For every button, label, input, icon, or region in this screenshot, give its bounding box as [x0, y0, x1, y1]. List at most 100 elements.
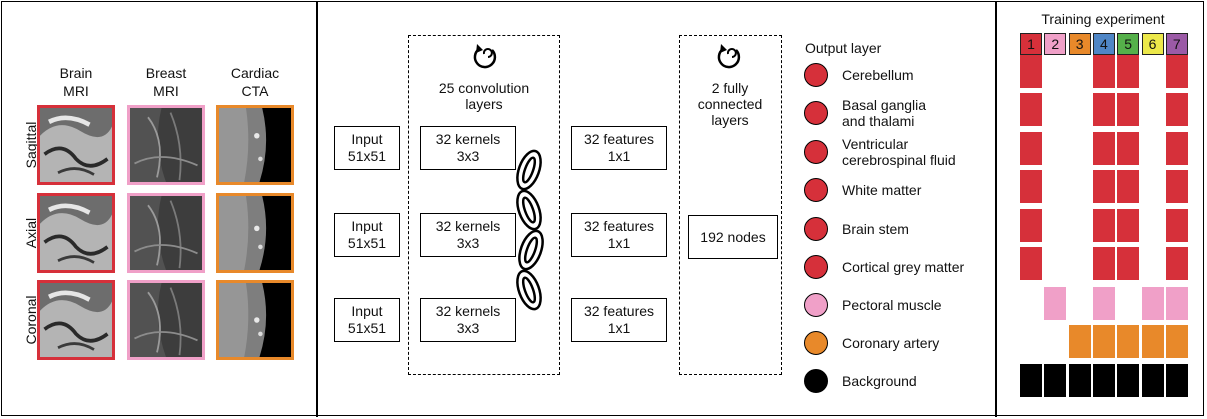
training-cell: [1141, 287, 1164, 320]
training-cell: [1141, 364, 1164, 397]
training-cell: [1068, 364, 1091, 397]
class-color-dot: [804, 293, 828, 317]
scan-image: [219, 196, 291, 270]
legend-item: Coronary artery: [804, 330, 939, 356]
class-label-line: Pectoral muscle: [842, 297, 942, 313]
output-layer-title: Output layer: [805, 40, 882, 56]
training-cell: [1165, 93, 1188, 126]
training-cell: [1165, 287, 1188, 320]
experiment-number: 4: [1092, 33, 1115, 55]
legend-item: Pectoral muscle: [804, 292, 942, 318]
training-cell: [1044, 287, 1067, 320]
training-cell: [1117, 325, 1140, 358]
class-label-line: Background: [842, 373, 917, 389]
class-label-line: Cortical grey matter: [842, 259, 965, 275]
scan-image: [219, 283, 291, 357]
class-label-line: and thalami: [842, 113, 915, 129]
class-label-line: Ventricular: [842, 136, 909, 152]
modality-name: Cardiac: [230, 65, 280, 81]
scan-image: [130, 196, 202, 270]
kernel-count: 32 kernels: [435, 303, 501, 319]
feature-size: 1x1: [607, 320, 631, 336]
input-size: 51x51: [347, 148, 387, 164]
training-cell: [1117, 209, 1140, 242]
kernel-count: 32 kernels: [435, 131, 501, 147]
class-color-dot: [804, 178, 828, 202]
experiment-number: 3: [1068, 33, 1091, 55]
experiment-number: 7: [1165, 33, 1188, 55]
class-label: Background: [842, 373, 917, 389]
training-cell: [1092, 287, 1115, 320]
panel-divider-right: [995, 1, 997, 417]
legend-item: White matter: [804, 177, 921, 203]
scan-thumbnail: [216, 280, 294, 360]
training-cell: [1020, 132, 1042, 165]
scan-thumbnail: [216, 105, 294, 185]
input-label: Input: [351, 303, 383, 319]
experiment-number: 2: [1044, 33, 1067, 55]
scan-thumbnail: [37, 280, 115, 360]
modality-name: Breast: [145, 65, 187, 81]
kernel-size: 3x3: [456, 148, 480, 164]
training-cell: [1092, 132, 1115, 165]
training-cell: [1117, 247, 1140, 280]
training-cell: [1092, 364, 1115, 397]
training-cell: [1092, 325, 1115, 358]
class-label: Pectoral muscle: [842, 297, 942, 313]
training-cell: [1165, 247, 1188, 280]
training-cell: [1044, 364, 1067, 397]
training-cell: [1020, 170, 1042, 203]
class-color-dot: [804, 217, 828, 241]
training-cell: [1141, 325, 1164, 358]
experiment-number: 6: [1141, 33, 1164, 55]
training-cell: [1117, 364, 1140, 397]
legend-item: Cortical grey matter: [804, 254, 964, 280]
scan-image: [40, 108, 112, 182]
legend-item: Brain stem: [804, 216, 909, 242]
feature-size: 1x1: [607, 148, 631, 164]
fully-connected-block: [679, 35, 782, 375]
training-cell: [1092, 247, 1115, 280]
class-color-dot: [804, 255, 828, 279]
training-cell: [1068, 325, 1091, 358]
class-label-line: White matter: [842, 182, 922, 198]
modality-type: MRI: [63, 83, 89, 99]
modality-name: Brain: [59, 65, 93, 81]
class-color-dot: [804, 331, 828, 355]
training-cell: [1020, 364, 1042, 397]
legend-item: Background: [804, 368, 917, 394]
class-color-dot: [804, 101, 828, 125]
scan-image: [40, 196, 112, 270]
scan-image: [40, 283, 112, 357]
training-cell: [1092, 55, 1115, 88]
training-cell: [1117, 132, 1140, 165]
rotate-arrow-icon: [717, 44, 741, 69]
experiment-number: 1: [1020, 33, 1042, 55]
training-cell: [1020, 55, 1042, 88]
training-cell: [1020, 209, 1042, 242]
feature-count: 32 features: [583, 303, 655, 319]
training-cell: [1020, 93, 1042, 126]
class-color-dot: [804, 369, 828, 393]
training-cell: [1117, 170, 1140, 203]
class-label-line: cerebrospinal fluid: [842, 152, 956, 168]
feature-count: 32 features: [583, 131, 655, 147]
scan-thumbnail: [127, 193, 205, 273]
training-cell: [1092, 93, 1115, 126]
legend-item: Cerebellum: [804, 62, 914, 88]
scan-thumbnail: [216, 193, 294, 273]
